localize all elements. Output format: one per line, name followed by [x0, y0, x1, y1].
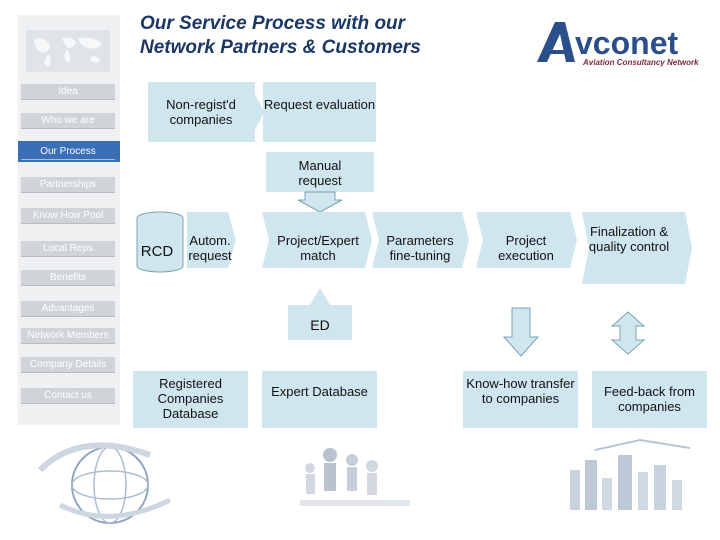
sidebar-item-company-details[interactable]: Company Details [21, 357, 115, 373]
request-eval-shape [263, 82, 376, 142]
nonregistered-shape [148, 82, 264, 142]
city-image [570, 438, 691, 510]
down-arrow [502, 307, 540, 357]
autom-request-label: Autom. request [188, 233, 232, 263]
registered-db-label: Registered Companies Database [157, 376, 224, 421]
double-arrow [610, 311, 646, 355]
sidebar-item-our-process[interactable]: Our Process [21, 144, 115, 160]
finalization-shape [582, 212, 692, 284]
feedback-label: Feed-back from companies [603, 384, 696, 414]
knowhow-label: Know-how transfer to companies [466, 376, 575, 406]
globe-image [37, 442, 172, 524]
sidebar-item-contact-us[interactable]: Contact us [21, 388, 115, 404]
sidebar-item-network-members[interactable]: Network Members [21, 328, 115, 344]
sidebar-item-advantages[interactable]: Advantages [21, 301, 115, 317]
knowhow-shape [463, 371, 578, 428]
logo-tagline: Aviation Consultancy Network [583, 58, 699, 67]
registered-db-shape [133, 371, 248, 428]
finalization-label: Finalization & quality control [588, 224, 670, 254]
manual-request-shape [266, 152, 374, 192]
sidebar-item-local-reps[interactable]: Local Reps [21, 241, 115, 257]
project-execution-label: Project execution [498, 233, 554, 263]
people-image [300, 448, 410, 506]
manual-request-arrow [297, 191, 343, 213]
parameters-shape [372, 212, 469, 268]
nonregistered-label: Non-regist'd companies [166, 97, 236, 127]
sidebar-item-partnerships[interactable]: Partnerships [21, 177, 115, 193]
rcd-cylinder [136, 218, 184, 273]
request-eval-label: Request evaluation [263, 97, 376, 112]
page-title: Our Service Process with our Network Par… [140, 13, 421, 58]
ed-shape [288, 288, 352, 340]
expert-db-label: Expert Database [271, 384, 368, 399]
sidebar-item-know-how-pool[interactable]: Know How Pool [21, 208, 115, 224]
project-expert-label: Project/Expert match [277, 233, 359, 263]
manual-request-label: Manual request [298, 158, 342, 188]
feedback-shape [592, 371, 707, 428]
project-execution-shape [476, 212, 577, 268]
sidebar-item-idea[interactable]: Idea [21, 84, 115, 100]
expert-db-shape [262, 371, 377, 428]
svg-text:vconet: vconet [575, 25, 678, 61]
parameters-label: Parameters fine-tuning [386, 233, 454, 263]
rcd-label: RCD [140, 243, 174, 260]
project-expert-shape [262, 212, 372, 268]
avconet-logo: vconet [537, 22, 678, 62]
ed-label: ED [310, 317, 330, 333]
sidebar-item-who-we-are[interactable]: Who we are [21, 113, 115, 129]
world-map-icon [26, 30, 110, 72]
sidebar-item-benefits[interactable]: Benefits [21, 270, 115, 286]
autom-request-shape [187, 212, 236, 268]
